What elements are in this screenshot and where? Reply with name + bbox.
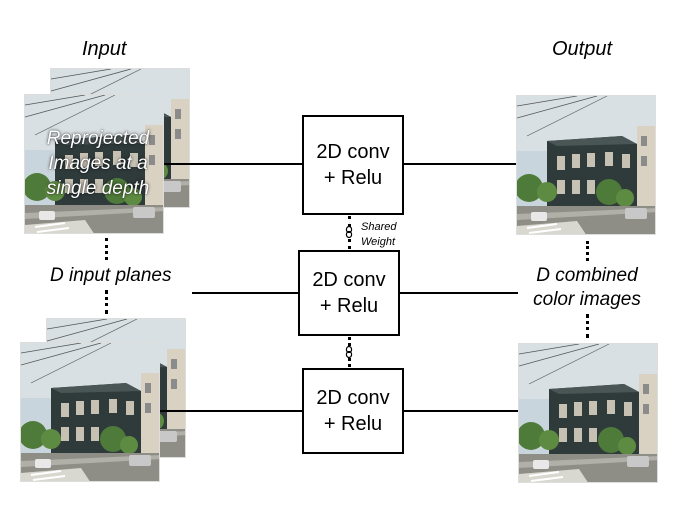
line-input-to-conv-3 bbox=[160, 410, 302, 412]
line-conv-1-to-output bbox=[404, 163, 516, 165]
line-input-to-conv-1 bbox=[164, 163, 302, 165]
output-image-bottom bbox=[518, 343, 658, 483]
shared-weight-dots-top-upper bbox=[348, 216, 351, 227]
input-heading: Input bbox=[82, 38, 127, 60]
line-conv-3-to-output bbox=[404, 410, 518, 412]
conv-block-1-line-2: + Relu bbox=[323, 167, 383, 189]
output-dotted-connector-lower bbox=[586, 314, 589, 338]
d-combined-line-2: color images bbox=[533, 289, 641, 310]
conv-block-1-line-1: 2D conv bbox=[316, 141, 390, 163]
shared-weight-dots-bottom-lower bbox=[348, 358, 351, 367]
conv-block-3: 2D conv + Relu bbox=[302, 368, 404, 454]
shared-weight-line-1: Shared bbox=[361, 221, 397, 233]
line-conv-2-to-output bbox=[400, 292, 518, 294]
output-heading: Output bbox=[552, 38, 613, 60]
shared-weight-dots-bottom-upper bbox=[348, 337, 351, 346]
input-dotted-connector-lower bbox=[105, 290, 108, 314]
shared-weight-label: Shared Weight bbox=[361, 220, 396, 250]
conv-block-2-line-2: + Relu bbox=[319, 295, 379, 317]
reprojected-line-1: Reprojected bbox=[46, 128, 150, 149]
conv-block-3-line-2: + Relu bbox=[323, 413, 383, 435]
reprojected-line-3: single depth bbox=[46, 178, 150, 199]
shared-weight-dots-top-lower bbox=[348, 239, 351, 249]
reprojected-overlay: Reprojected Images at a single depth bbox=[18, 126, 178, 201]
link-icon bbox=[345, 345, 353, 361]
link-icon bbox=[345, 225, 353, 241]
shared-weight-line-2: Weight bbox=[361, 236, 396, 248]
output-image-top bbox=[516, 95, 656, 235]
conv-block-3-line-1: 2D conv bbox=[316, 387, 390, 409]
d-combined-line-1: D combined bbox=[536, 265, 638, 286]
conv-block-2-line-1: 2D conv bbox=[312, 269, 386, 291]
conv-block-2: 2D conv + Relu bbox=[298, 250, 400, 336]
output-dotted-connector-upper bbox=[586, 241, 589, 261]
reprojected-line-2: Images at a bbox=[48, 153, 148, 174]
input-image-front-bottom bbox=[20, 342, 160, 482]
input-image-front-top bbox=[24, 94, 164, 234]
d-input-planes-label: D input planes bbox=[50, 265, 172, 286]
conv-block-1: 2D conv + Relu bbox=[302, 115, 404, 215]
d-combined-label: D combined color images bbox=[522, 264, 652, 312]
line-input-to-conv-2 bbox=[192, 292, 298, 294]
input-dotted-connector-upper bbox=[105, 238, 108, 260]
